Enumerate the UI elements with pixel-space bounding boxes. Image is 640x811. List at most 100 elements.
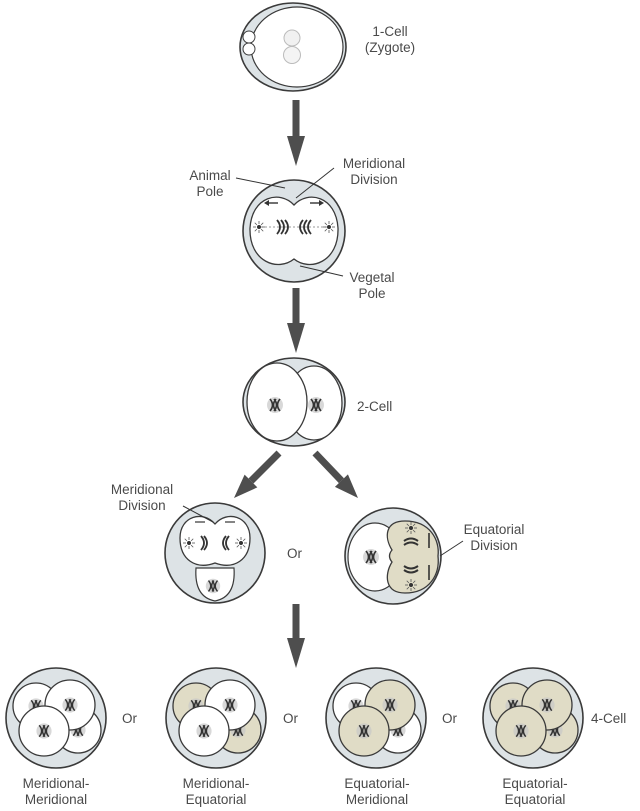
centrosome-aster-icon — [405, 579, 417, 591]
aster-ray — [406, 529, 410, 533]
zygote-cell — [239, 2, 347, 92]
polar-body-1 — [242, 30, 256, 44]
diagonal-arrow-left — [234, 450, 282, 498]
meridional-line2: Division — [350, 172, 398, 187]
meridional-division-label-1: Meridional Division — [334, 156, 414, 188]
equatorial-line1: Equatorial — [463, 522, 525, 537]
meridional-leader — [295, 167, 335, 199]
centrosome-aster-icon — [405, 522, 417, 534]
arrow-shaft — [248, 450, 282, 484]
down-arrow-3 — [287, 604, 305, 668]
pronucleus-2 — [283, 46, 301, 64]
arrow-head — [287, 136, 305, 166]
meridional-leader-2 — [182, 505, 214, 523]
chromatid-strands — [190, 699, 202, 713]
chromatid-strands — [269, 398, 281, 412]
aster-ray — [184, 544, 188, 548]
chromatid-strands — [224, 698, 236, 712]
aster-ray — [330, 222, 334, 226]
meridional-division-label-2: Meridional Division — [102, 482, 182, 514]
chromosome-icon — [308, 397, 324, 413]
chromosomes-left — [200, 535, 208, 551]
dividing-blastomere — [179, 515, 251, 566]
chromosome-icon — [222, 697, 238, 713]
aster-ray — [254, 228, 258, 232]
aster-ray — [254, 222, 258, 226]
aster-ray — [324, 228, 328, 232]
meridional2-line1: Meridional — [110, 482, 174, 497]
chromosomes-right — [299, 219, 312, 235]
four-cell-embryo-3 — [325, 667, 427, 769]
zygote-label: 1-Cell (Zygote) — [360, 24, 420, 56]
aster-ray — [236, 538, 240, 542]
centriole — [257, 225, 261, 229]
centriole — [187, 541, 191, 545]
chromatid-strands — [541, 698, 553, 712]
variant-caption-4: Equatorial- Equatorial — [485, 776, 585, 808]
aster-ray — [412, 586, 416, 590]
chromatid-strands — [358, 724, 370, 738]
diagonal-arrow-right — [312, 450, 358, 498]
centrosome-aster-icon — [323, 221, 335, 233]
arrow-head — [234, 474, 258, 498]
aster-ray — [260, 228, 264, 232]
equatorial-line2: Division — [470, 538, 518, 553]
chromosomes-top — [403, 537, 419, 546]
variant4-line1: Equatorial- — [502, 776, 568, 791]
pronucleus-1 — [283, 29, 301, 47]
aster-ray — [190, 538, 194, 542]
arrow-right-head — [319, 200, 324, 206]
chromosome-icon — [36, 723, 52, 739]
zygote-label-line1: 1-Cell — [372, 24, 408, 39]
variant3-line1: Equatorial- — [344, 776, 410, 791]
two-cell-embryo — [242, 357, 346, 447]
chromosome-icon — [539, 697, 555, 713]
two-cell-label: 2-Cell — [357, 399, 393, 414]
meridional2-line2: Division — [118, 498, 166, 513]
aster-ray — [412, 523, 416, 527]
equatorial-second-division — [344, 507, 442, 605]
vegetal-pole-line2: Pole — [358, 286, 386, 301]
vegetal-pole-line1: Vegetal — [349, 270, 395, 285]
animal-pole-line2: Pole — [196, 184, 224, 199]
chromosome-icon — [196, 723, 212, 739]
four-cell-label: 4-Cell — [591, 711, 627, 726]
chromatid-strands — [350, 699, 362, 713]
aster-ray — [406, 586, 410, 590]
vegetal-pole-label: Vegetal Pole — [344, 270, 400, 302]
aster-ray — [412, 580, 416, 584]
down-arrow-2 — [287, 288, 305, 353]
centrosome-aster-icon — [253, 221, 265, 233]
chromatid-strands — [207, 580, 219, 592]
variant2-line2: Equatorial — [185, 792, 247, 807]
centriole — [239, 541, 243, 545]
chromatid-strands — [38, 724, 50, 738]
chromatid-strands — [310, 398, 322, 412]
meridional-line1: Meridional — [342, 156, 406, 171]
arrow-shaft — [292, 100, 300, 138]
cytoplasm — [250, 6, 344, 88]
aster-ray — [242, 544, 246, 548]
centriole — [409, 583, 413, 587]
arrow-head — [287, 323, 305, 353]
down-arrow-1 — [287, 100, 305, 166]
aster-ray — [412, 529, 416, 533]
aster-ray — [184, 538, 188, 542]
animal-pole-label: Animal Pole — [184, 168, 236, 200]
variant3-line2: Meridional — [345, 792, 409, 807]
variant1-line2: Meridional — [24, 792, 88, 807]
arrow-left-head — [264, 200, 269, 206]
equatorial-leader — [439, 540, 464, 557]
chromatid-strands — [198, 724, 210, 738]
meridional-second-division — [164, 502, 266, 604]
chromosomes-left — [276, 219, 289, 235]
chromosome-icon — [205, 578, 221, 594]
arrow-shaft — [292, 288, 300, 325]
chromatid-strands — [515, 724, 527, 738]
equatorial-division-label: Equatorial Division — [458, 522, 530, 554]
centrosome-aster-icon — [235, 537, 247, 549]
zygote-label-line2: (Zygote) — [364, 40, 416, 55]
arrow-head — [287, 638, 305, 668]
